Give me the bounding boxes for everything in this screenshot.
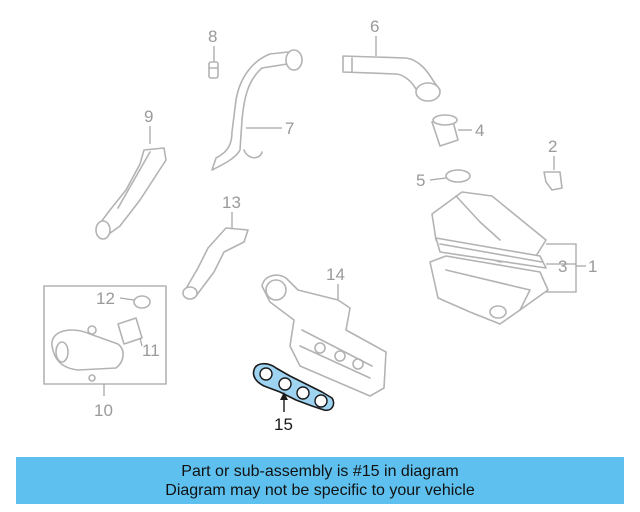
part-6-air-duct bbox=[342, 36, 441, 102]
part-15-gasket[interactable] bbox=[252, 362, 335, 412]
part-2-bracket bbox=[543, 156, 563, 191]
banner-line-2: Diagram may not be specific to your vehi… bbox=[165, 481, 475, 499]
callout-8: 8 bbox=[208, 27, 217, 46]
callout-4: 4 bbox=[475, 121, 484, 140]
part-5-oring bbox=[429, 169, 471, 183]
part-7-intake-tube bbox=[211, 49, 303, 171]
part-14-manifold bbox=[261, 274, 387, 397]
callout-15: 15 bbox=[274, 415, 293, 434]
part-13-hose bbox=[182, 212, 249, 300]
parts-diagram: 8 7 6 4 5 2 bbox=[43, 17, 597, 434]
callout-5: 5 bbox=[416, 171, 425, 190]
callout-12: 12 bbox=[96, 289, 115, 308]
info-banner: Part or sub-assembly is #15 in diagram D… bbox=[16, 457, 624, 504]
callout-9: 9 bbox=[144, 107, 153, 126]
part-8-sensor bbox=[208, 46, 219, 79]
part-9-duct bbox=[95, 126, 167, 240]
callout-14: 14 bbox=[326, 265, 345, 284]
part-10-subassembly bbox=[43, 285, 167, 396]
callout-11: 11 bbox=[142, 341, 160, 360]
callout-3: 3 bbox=[558, 257, 567, 276]
leader-15-arrow bbox=[280, 392, 288, 400]
callout-1: 1 bbox=[588, 257, 597, 276]
part-1-air-cleaner bbox=[429, 191, 586, 325]
callout-2: 2 bbox=[548, 137, 557, 156]
banner-line-1: Part or sub-assembly is #15 in diagram bbox=[181, 462, 459, 480]
callout-10: 10 bbox=[94, 401, 113, 420]
callout-7: 7 bbox=[285, 119, 294, 138]
callout-13: 13 bbox=[222, 193, 241, 212]
callout-6: 6 bbox=[370, 17, 379, 36]
part-4-coupler bbox=[431, 114, 472, 147]
